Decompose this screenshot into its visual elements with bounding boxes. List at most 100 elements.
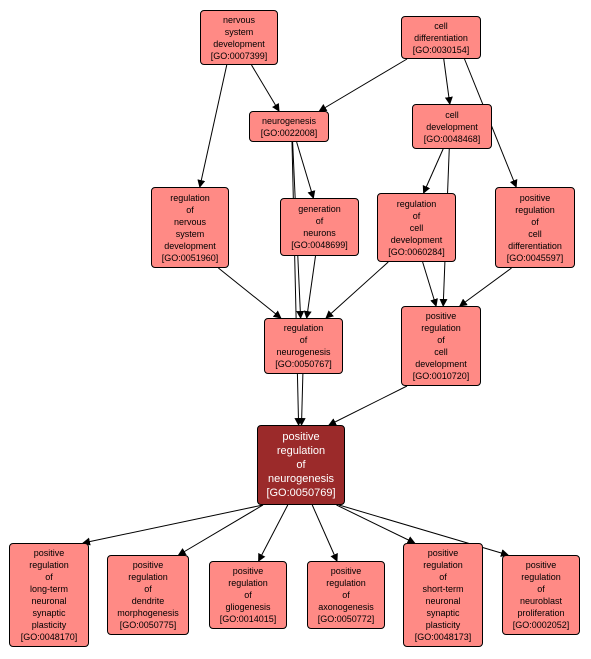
node-label-line: positive <box>525 560 557 570</box>
node-label-line: development <box>390 234 443 245</box>
node-label-line: of <box>342 590 350 600</box>
node-label-line: development <box>164 240 216 251</box>
node-label-line: [GO:0051960] <box>161 252 219 263</box>
edge-cell_development-to-regulation_of_cell_development <box>422 148 444 194</box>
node-label-line: axonogenesis <box>318 602 374 612</box>
node-positive-regulation-of-short-term-neuronal-synaptic-plasticity[interactable]: positive regulation of short-term neuronal sy… <box>403 543 483 647</box>
node-label-line: morphogenesis <box>117 608 179 618</box>
edge-positive_regulation_of_neurogenesis-to-positive_regulation_of_long_term_neuronal_synaptic_plasticity <box>82 504 264 546</box>
edge-cell_differentiation-to-neurogenesis <box>318 58 408 112</box>
node-label-line: positive <box>33 548 65 558</box>
edge-positive_regulation_of_cell_development-to-positive_regulation_of_neurogenesis <box>328 385 408 426</box>
node-label-line: [GO:0050769] <box>266 487 336 499</box>
node-label-line: of <box>296 459 306 471</box>
node-label-line: neurogenesis <box>276 347 331 357</box>
node-label-line: plasticity <box>31 620 67 630</box>
node-label-line: of <box>186 204 194 215</box>
edge-generation_of_neurons-to-regulation_of_neurogenesis <box>303 255 316 319</box>
node-label-line: synaptic <box>32 608 66 618</box>
node-label-line: differentiation <box>414 32 468 43</box>
node-label-line: regulation <box>421 323 461 333</box>
node-label-line: [GO:0048699] <box>291 240 348 250</box>
node-label-line: short-term <box>422 584 464 594</box>
node-label-line: positive <box>425 311 457 321</box>
node-label-line: of <box>244 590 252 600</box>
node-label-line: regulation <box>128 572 168 582</box>
edge-regulation_of_cell_development-to-positive_regulation_of_cell_development <box>422 261 438 307</box>
node-generation-of-neurons[interactable]: generation of neurons [GO:0048699] <box>280 198 359 256</box>
node-label-line: [GO:0022008] <box>260 127 318 138</box>
node-label-line: synaptic <box>426 608 460 618</box>
node-label-line: development <box>426 121 478 132</box>
node-label-line: [GO:0048468] <box>423 133 481 144</box>
node-label-line: of <box>439 572 447 582</box>
node-label-line: system <box>224 26 254 37</box>
node-label-line: neurogenesis <box>261 115 317 126</box>
edge-nervous_system_development-to-neurogenesis <box>251 64 280 112</box>
node-label-line: cell <box>445 109 459 120</box>
node-label-line: [GO:0014015] <box>219 614 277 624</box>
node-label-line: of <box>315 216 324 226</box>
edge-neurogenesis-to-generation_of_neurons <box>296 141 316 199</box>
edge-regulation_of_nervous_system_development-to-regulation_of_neurogenesis <box>218 267 282 319</box>
edge-positive_regulation_of_neurogenesis-to-positive_regulation_of_dendrite_morphogenesis <box>177 504 264 556</box>
node-label-line: of <box>437 335 445 345</box>
node-neurogenesis[interactable]: neurogenesis[GO:0022008] <box>249 111 329 142</box>
edge-regulation_of_neurogenesis-to-positive_regulation_of_neurogenesis <box>297 373 306 426</box>
node-label-line: of <box>412 210 421 221</box>
node-label-line: proliferation <box>517 608 565 618</box>
node-label-line: [GO:0010720] <box>412 371 470 381</box>
node-label-line: nervous <box>222 14 256 25</box>
edge-positive_regulation_of_cell_differentiation-to-positive_regulation_of_cell_development <box>458 267 512 307</box>
node-label-line: positive <box>232 566 264 576</box>
node-label-line: regulation <box>29 560 69 570</box>
node-positive-regulation-of-cell-development[interactable]: positive regulation of cell development [GO:0… <box>401 306 481 386</box>
node-positive-regulation-of-dendrite-morphogenesis[interactable]: positive regulation of dendrite morphogenesi… <box>107 555 189 635</box>
node-label-line: regulation <box>326 578 366 588</box>
edge-positive_regulation_of_neurogenesis-to-positive_regulation_of_short_term_neuronal_synaptic_plasticity <box>336 504 416 544</box>
node-label-line: of <box>299 335 308 345</box>
node-label-line: neurons <box>303 228 336 238</box>
node-label-line: development <box>415 359 467 369</box>
node-regulation-of-neurogenesis[interactable]: regulation of neurogenesis [GO:0050767] <box>264 318 343 374</box>
node-label-line: regulation <box>423 560 463 570</box>
node-label-line: cell <box>434 20 448 31</box>
node-label-line: neuronal <box>31 596 67 606</box>
node-label-line: cell <box>434 347 448 357</box>
node-label-line: [GO:0060284] <box>388 246 445 257</box>
node-label-line: plasticity <box>425 620 461 630</box>
node-label-line: cell <box>528 228 542 239</box>
node-label-line: differentiation <box>508 240 562 251</box>
node-label-line: positive <box>427 548 459 558</box>
node-label-line: [GO:0050772] <box>317 614 375 624</box>
node-label-line: [GO:0002052] <box>512 620 570 630</box>
node-label-line: generation <box>298 204 341 214</box>
node-label-line: [GO:0007399] <box>210 50 268 61</box>
node-label-line: positive <box>132 560 164 570</box>
node-label-line: dendrite <box>131 596 165 606</box>
node-label-line: neuronal <box>425 596 461 606</box>
node-label-line: long-term <box>29 584 68 594</box>
node-label-line: cell <box>409 222 424 233</box>
edge-regulation_of_cell_development-to-regulation_of_neurogenesis <box>325 261 389 319</box>
node-label-line: of <box>144 584 152 594</box>
edge-nervous_system_development-to-regulation_of_nervous_system_development <box>197 64 228 188</box>
node-label-line: [GO:0050767] <box>275 359 332 369</box>
edge-positive_regulation_of_neurogenesis-to-positive_regulation_of_axonogenesis <box>311 504 338 562</box>
node-label-line: of <box>531 216 539 227</box>
node-label-line: regulation <box>283 323 324 333</box>
node-label-line: regulation <box>521 572 561 582</box>
node-label-line: gliogenesis <box>225 602 271 612</box>
node-label-line: [GO:0045597] <box>506 252 564 263</box>
